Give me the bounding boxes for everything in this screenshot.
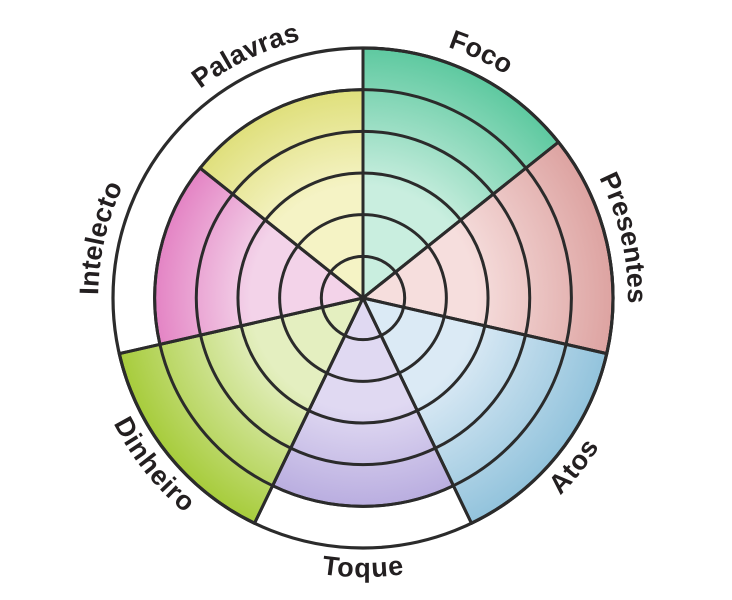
label-toque: Toque xyxy=(321,550,406,583)
spoke-1 xyxy=(361,140,560,300)
ring-arc-intelecto-3 xyxy=(236,218,267,328)
ring-arc-presentes-5 xyxy=(524,166,573,346)
ring-arc-intelecto-5 xyxy=(153,166,202,346)
ring-arc-atos-2 xyxy=(397,315,446,375)
ring-arc-presentes-4 xyxy=(491,192,532,337)
ring-arc-atos-1 xyxy=(379,305,406,338)
ring-arc-palavras-1 xyxy=(328,254,365,274)
ring-arc-presentes-1 xyxy=(394,270,407,309)
spoke-6 xyxy=(198,166,365,300)
ring-arc-palavras-5 xyxy=(198,88,365,170)
ring-arc-presentes-2 xyxy=(426,244,448,319)
ring-arc-toque-2 xyxy=(325,371,401,383)
spoke-4 xyxy=(253,296,365,525)
ring-arc-palavras-2 xyxy=(296,213,365,248)
ring-arc-toque-1 xyxy=(343,334,383,342)
ring-arc-foco-1 xyxy=(361,254,398,274)
ring-arc-dinheiro-2 xyxy=(280,315,329,375)
spoke-3 xyxy=(361,296,473,525)
ring-arc-intelecto-2 xyxy=(278,244,300,319)
ring-arc-palavras-4 xyxy=(231,129,365,196)
ring-arc-foco-4 xyxy=(361,129,495,196)
ring-arc-intelecto-4 xyxy=(194,192,235,337)
ring-arc-dinheiro-3 xyxy=(239,324,311,413)
ring-arc-atos-4 xyxy=(433,333,527,450)
outer-boundary-circle xyxy=(111,46,615,550)
ring-arc-atos-5 xyxy=(451,342,568,488)
spoke-2 xyxy=(361,296,609,356)
ring-arc-presentes-3 xyxy=(459,218,490,328)
ring-arc-foco-2 xyxy=(361,213,430,248)
label-palavras: Palavras xyxy=(186,17,302,94)
ring-arc-dinheiro-5 xyxy=(158,342,275,488)
ring-arc-toque-3 xyxy=(307,409,419,425)
ring-arc-palavras-3 xyxy=(263,171,365,222)
ring-arc-intelecto-1 xyxy=(319,270,332,309)
ring-arc-dinheiro-1 xyxy=(320,305,347,338)
ring-arc-atos-3 xyxy=(415,324,487,413)
ring-arc-foco-5 xyxy=(361,88,528,170)
ring-arc-toque-4 xyxy=(289,446,437,467)
ring-arc-toque-5 xyxy=(271,484,455,508)
ring-arc-foco-3 xyxy=(361,171,463,222)
ring-arc-dinheiro-4 xyxy=(199,333,293,450)
spoke-5 xyxy=(117,296,365,356)
spoke-gridlines xyxy=(117,46,609,525)
